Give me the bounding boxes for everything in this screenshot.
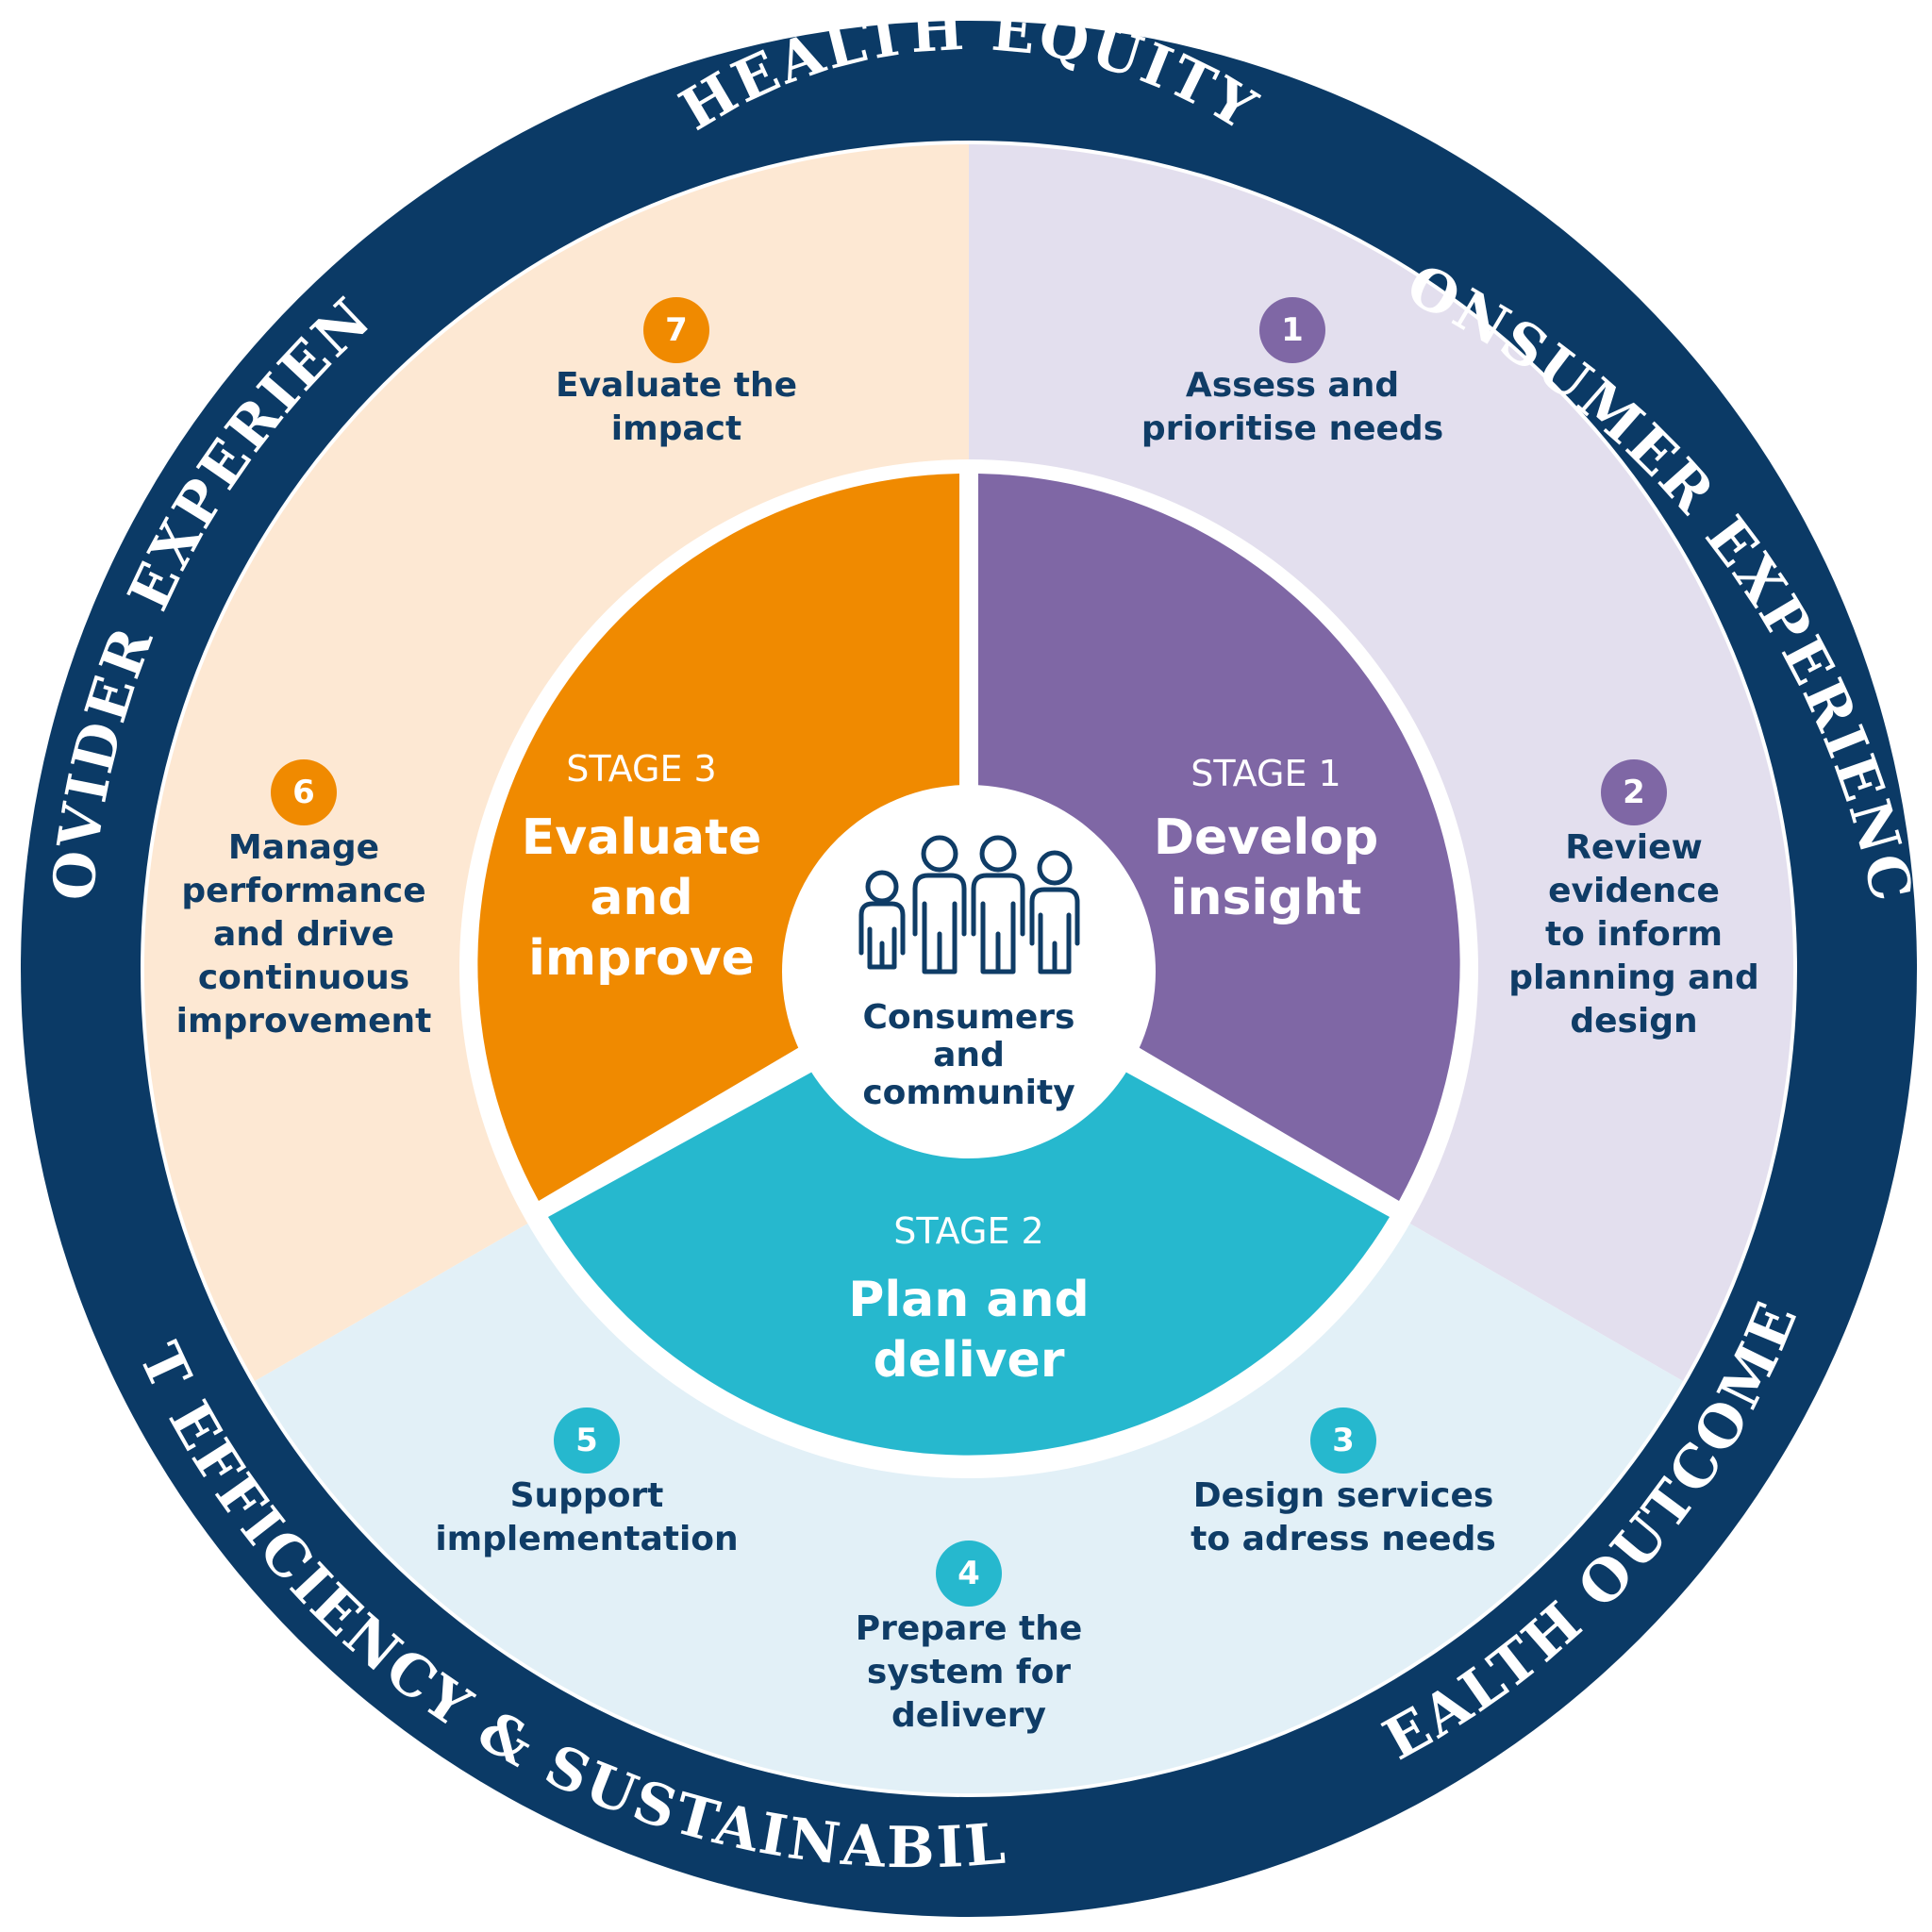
step-3-number: 3 bbox=[1332, 1422, 1355, 1459]
step-4-number: 4 bbox=[958, 1555, 980, 1592]
step-6-badge bbox=[271, 759, 337, 825]
step-6-number: 6 bbox=[292, 774, 315, 811]
stage-2-label: STAGE 2 bbox=[893, 1210, 1043, 1252]
step-5-number: 5 bbox=[575, 1422, 598, 1459]
step-4-badge bbox=[936, 1541, 1002, 1607]
step-1-badge bbox=[1259, 297, 1325, 363]
people-group-icon bbox=[858, 835, 1080, 974]
step-2-number: 2 bbox=[1623, 774, 1645, 811]
step-2-badge bbox=[1601, 759, 1667, 825]
stage-2-sector bbox=[548, 986, 1390, 1456]
stage-3-label: STAGE 3 bbox=[566, 748, 716, 790]
step-3-badge bbox=[1310, 1407, 1376, 1474]
step-7-badge bbox=[643, 297, 709, 363]
step-1-number: 1 bbox=[1281, 311, 1304, 349]
step-5-badge bbox=[554, 1407, 620, 1474]
stage-1-label: STAGE 1 bbox=[1191, 753, 1341, 794]
step-7-number: 7 bbox=[665, 311, 688, 349]
